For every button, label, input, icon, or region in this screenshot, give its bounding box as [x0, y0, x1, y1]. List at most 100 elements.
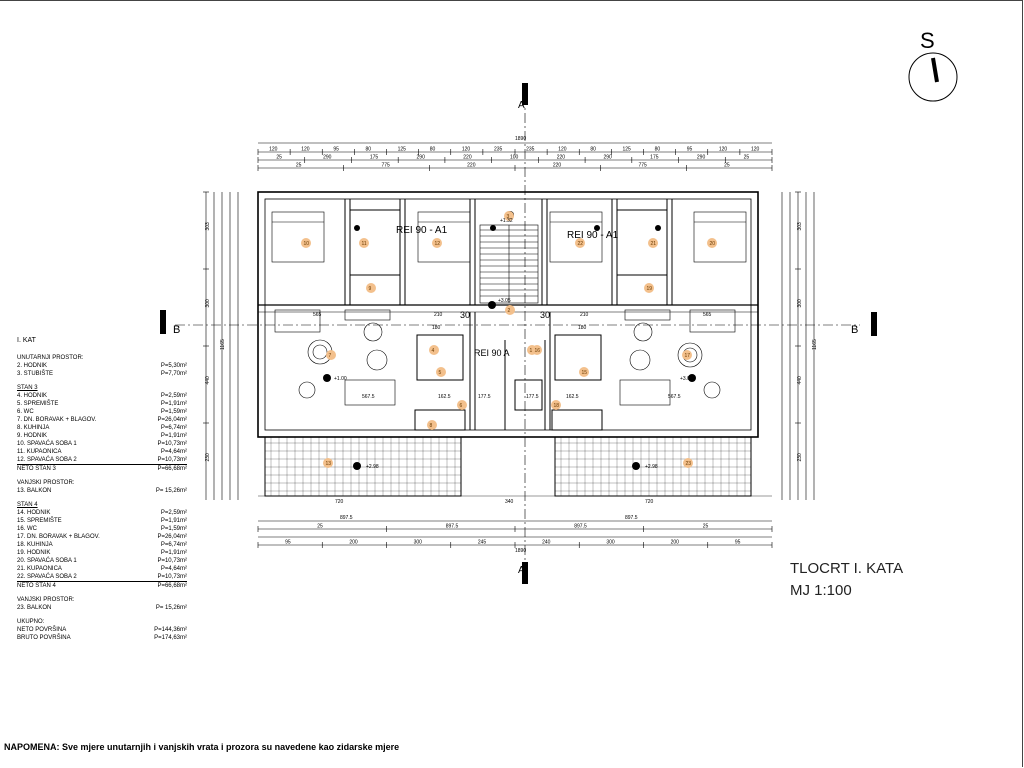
level-stair: +3.05: [498, 298, 511, 304]
staircase: [479, 224, 539, 304]
dim-window-right: 565: [703, 312, 712, 318]
dim-top-row2-6: 220: [557, 155, 566, 161]
schedule-group-header: VANJSKI PROSTOR:: [17, 597, 75, 603]
dim-door-right: 210: [580, 312, 589, 318]
beds: [271, 211, 747, 263]
room-marker-22: [575, 238, 585, 248]
room-area: P=10,73m²: [157, 441, 187, 447]
dim-top-row2-1: 290: [323, 155, 332, 161]
dim-window-left: 565: [313, 312, 322, 318]
dim-lobby-right: 180: [578, 325, 587, 331]
room-name: 11. KUPAONICA: [17, 449, 62, 455]
room-number-9: 9: [369, 286, 372, 292]
room-marker-8: [427, 420, 437, 430]
room-marker-10: [301, 238, 311, 248]
dim-bottom-half-left: 897.5: [340, 515, 353, 521]
fire-rating-left: REI 90 - A1: [396, 225, 448, 236]
room-number-19: 19: [647, 286, 653, 292]
dim-top-row2-9: 290: [697, 155, 706, 161]
room-name: 19. HODNIK: [17, 550, 51, 556]
level-top: +1.32: [500, 218, 513, 224]
north-arrow-compass: S: [908, 28, 958, 102]
level-balcony-right: +2.98: [645, 464, 658, 470]
room-number-21: 21: [651, 241, 657, 247]
dim-top-row1-13: 95: [687, 147, 693, 153]
schedule-row: 19. HODNIK P=1,91m²: [17, 549, 187, 557]
dim-balcony-right: 720: [645, 499, 654, 505]
drawing-title-block: TLOCRT I. KATA MJ 1:100: [790, 558, 903, 602]
dim-door-left: 210: [434, 312, 443, 318]
dim-side-1-2: 440: [797, 376, 803, 385]
dim-side-total-1: 1165: [812, 339, 818, 350]
fire-rating-right: REI 90 - A1: [567, 230, 619, 241]
total-area: P=66,68m²: [157, 466, 187, 472]
room-area: P=7,70m²: [160, 371, 187, 377]
dim-top-row1-10: 80: [590, 147, 596, 153]
section-label-a-bottom: A: [518, 565, 525, 576]
room-area: P=1,91m²: [160, 401, 187, 407]
dim-side-1-1: 300: [797, 299, 803, 308]
dim-top-row1-0: 120: [269, 147, 278, 153]
room-area: P=1,59m²: [160, 409, 187, 415]
room-number-11: 11: [362, 241, 367, 247]
section-label-b-right: B: [851, 324, 858, 336]
side-dimension-lines: [203, 191, 815, 500]
level-living-left: +1.00: [334, 376, 347, 382]
dim-top-row1-3: 80: [365, 147, 371, 153]
dim-side-total-0: 1165: [220, 339, 226, 350]
dim-top-row1-2: 95: [333, 147, 339, 153]
dim-total-bottom: 1890: [515, 548, 526, 554]
schedule-group-header: UNUTARNJI PROSTOR:: [17, 355, 84, 361]
room-marker-9: [366, 283, 376, 293]
room-area: P=1,91m²: [160, 550, 187, 556]
bedroom-walls: [344, 199, 673, 305]
room-name: 2. HODNIK: [17, 363, 48, 369]
total-name: NETO STAN 4: [17, 583, 56, 589]
dim-bottom-row3-3: 245: [478, 540, 487, 546]
section-axis: [175, 95, 860, 570]
dim-top-row1-8: 235: [526, 147, 535, 153]
dim-bottom-row3-6: 200: [671, 540, 680, 546]
balconies: [264, 436, 752, 497]
room-marker-15: [579, 367, 589, 377]
room-number-16: 16: [535, 348, 541, 354]
compass-label: S: [920, 28, 935, 53]
room-area: P=10,73m²: [157, 457, 187, 463]
room-number-20: 20: [710, 241, 716, 247]
dim-top-row1-6: 120: [462, 147, 471, 153]
room-area: P=4,64m²: [160, 449, 187, 455]
section-label-a-top: A: [518, 100, 525, 111]
room-number-23: 23: [686, 461, 692, 467]
dim-top-row2-8: 175: [650, 155, 659, 161]
dim-kitchen-right: 162.5: [566, 394, 579, 400]
total-area: P=66,68m²: [157, 583, 187, 589]
dim-side-1-0: 303: [797, 222, 803, 231]
dim-kitchen-left: 162.5: [438, 394, 451, 400]
dim-top-row1-11: 125: [622, 147, 631, 153]
dim-top-row1-14: 120: [719, 147, 728, 153]
dim-living-right: 567.5: [668, 394, 681, 400]
schedule-group-header: STAN 4: [17, 502, 38, 508]
dim-top-row3-2: 220: [467, 163, 476, 169]
room-name: 15. SPREMIŠTE: [17, 518, 62, 524]
room-marker-2: [505, 305, 515, 315]
room-area: P=1,91m²: [160, 433, 187, 439]
room-marker-17: [682, 350, 692, 360]
dim-balcony-left: 720: [335, 499, 344, 505]
dim-top-row2-7: 290: [603, 155, 612, 161]
dim-top-row3-1: 775: [382, 163, 391, 169]
